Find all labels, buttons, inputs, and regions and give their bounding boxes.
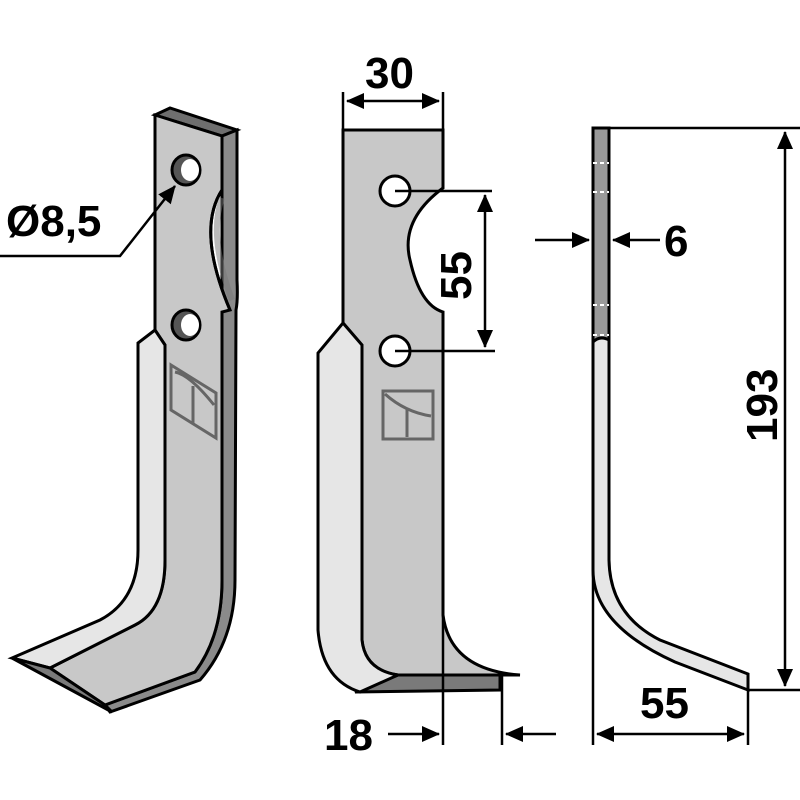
perspective-view: Ø8,5 <box>0 106 242 714</box>
manufacturer-logo-front <box>381 389 435 441</box>
bottom-offset-label: 18 <box>324 711 373 760</box>
height-label: 193 <box>738 369 787 442</box>
width-label: 30 <box>365 49 414 98</box>
hole-spacing-label: 55 <box>432 251 481 300</box>
blade-bevel <box>7 327 167 670</box>
front-blade-bevel <box>316 320 404 694</box>
mounting-hole-bottom <box>170 308 202 342</box>
manufacturer-logo <box>169 362 218 441</box>
mounting-hole-top <box>170 153 202 187</box>
hole-diameter-label: Ø8,5 <box>6 197 101 246</box>
thickness-label: 6 <box>664 217 688 266</box>
blade-tip-edge <box>11 656 114 714</box>
side-blade-bend <box>591 336 750 693</box>
reach-label: 55 <box>640 679 689 728</box>
side-view: 193 6 55 <box>535 126 800 745</box>
front-view: 30 55 18 <box>316 49 556 760</box>
diameter-leader <box>0 185 176 258</box>
